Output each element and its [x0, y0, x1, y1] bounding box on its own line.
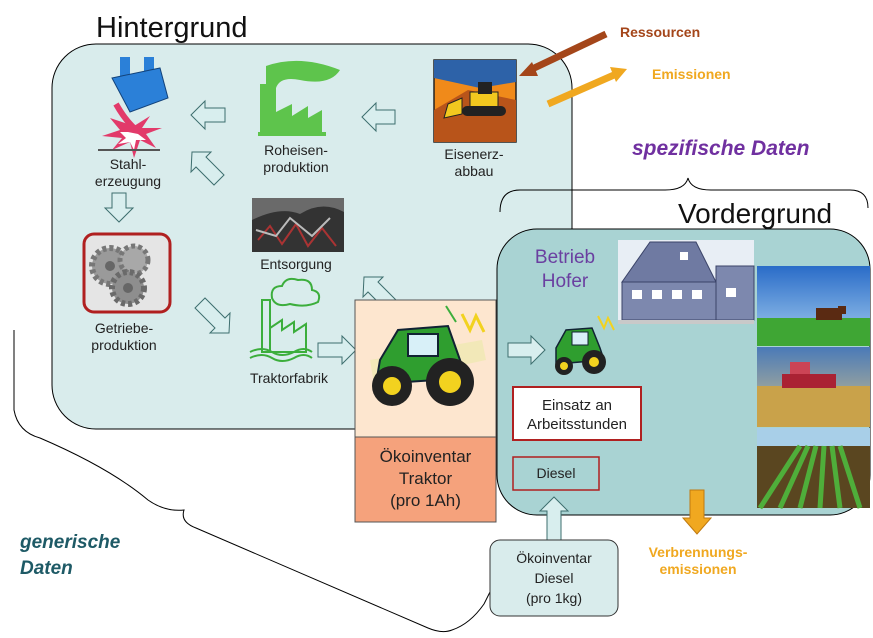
- crop-rows-photo: [757, 428, 870, 510]
- pig-iron-production-label: Roheisen-produktion: [263, 142, 329, 175]
- specific-data-brace: [499, 177, 869, 213]
- resources-arrow: [519, 30, 608, 76]
- diesel-box: [512, 456, 600, 491]
- mining-bulldozer-icon: [433, 59, 517, 143]
- cow-pasture-photo: [757, 266, 870, 346]
- arrow-eisenerz-roheisen: [361, 101, 396, 133]
- gear-production-label: Getriebe-produktion: [91, 320, 157, 353]
- harvester-photo: [757, 347, 870, 427]
- iron-ore-mining-label: Eisenerz-abbau: [444, 146, 504, 179]
- factory-green-icon: [258, 60, 340, 136]
- diesel-label: Diesel: [536, 465, 576, 481]
- combustion-emissions-label: Verbrennungs-emissionen: [648, 544, 748, 577]
- disposal-label: Entsorgung: [260, 256, 332, 272]
- farm-tractor-icon: [555, 315, 615, 375]
- farm-building-icon: [618, 240, 755, 324]
- emissions-arrow: [546, 67, 627, 108]
- scrap-pile-photo: [252, 198, 344, 252]
- combustion-arrow: [681, 489, 713, 535]
- gears-icon: [82, 232, 172, 314]
- arrow-roheisen-stahl: [190, 99, 226, 131]
- tractor-factory-label: Traktorfabrik: [249, 370, 329, 386]
- resources-label: Ressourcen: [620, 24, 701, 40]
- arrow-stahl-getriebe: [103, 192, 135, 223]
- usage-box: [512, 386, 642, 441]
- inventory-diesel-box: [489, 539, 619, 617]
- arrow-fabrik-traktor: [317, 334, 357, 366]
- steel-production-label: Stahl-erzeugung: [94, 156, 162, 189]
- arrow-traktor-betrieb: [507, 334, 546, 366]
- emissions-label: Emissionen: [652, 66, 731, 82]
- foreground-title: Vordergrund: [678, 198, 833, 229]
- specific-data-label: spezifische Daten: [632, 137, 810, 160]
- generic-data-brace: [13, 330, 493, 633]
- arrow-getriebe-traktorfabrik: [194, 297, 231, 334]
- arrow-up-left-roheisen: [190, 151, 225, 186]
- background-title: Hintergrund: [96, 12, 248, 44]
- steel-pouring-icon: [98, 57, 169, 158]
- factory-outline-icon: [249, 277, 321, 362]
- tractor-icon: [370, 305, 486, 406]
